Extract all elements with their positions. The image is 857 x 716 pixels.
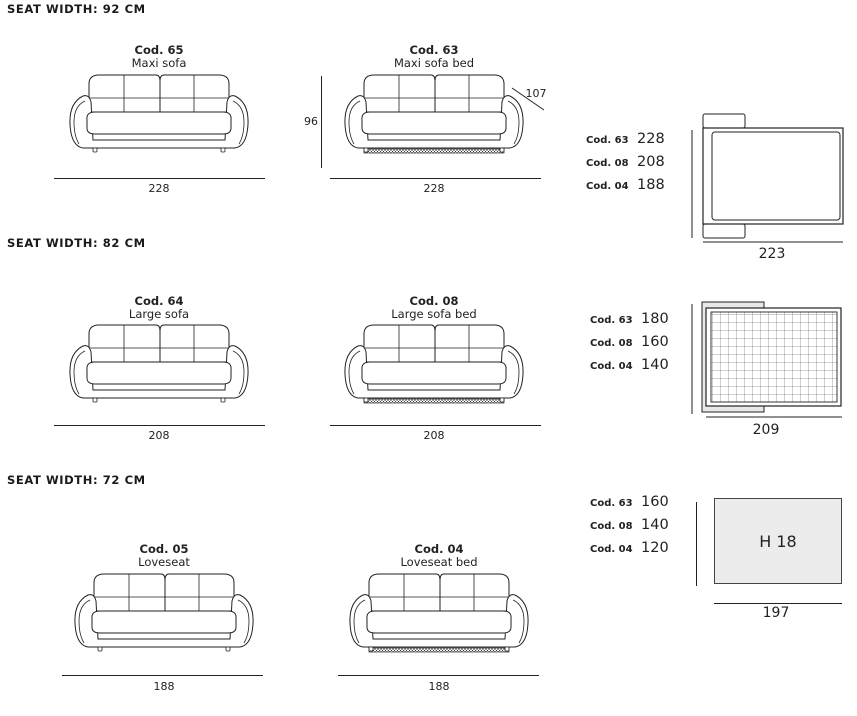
sofa-caption: Cod. 64 Large sofa [59, 295, 259, 321]
sofa-caption: Cod. 05 Loveseat [64, 543, 264, 569]
sofa-drawing [69, 324, 249, 403]
bed-plan-grid-drawing [691, 301, 842, 418]
code-label: Cod. 63 [586, 135, 629, 146]
code-value: 208 [637, 154, 665, 170]
plan-width-line [714, 603, 842, 604]
sofa-code: Cod. 65 [134, 43, 184, 57]
width-dimension-line [54, 425, 265, 426]
sofa-name: Loveseat [138, 555, 190, 569]
sofa-name: Maxi sofa bed [393, 56, 475, 70]
sofa-bed-drawing [344, 74, 524, 154]
mattress-block: H 18 [714, 498, 842, 584]
list-item: Cod. 04 188 [586, 177, 676, 200]
list-item: Cod. 08 160 [590, 334, 680, 357]
list-item: Cod. 08 140 [590, 517, 680, 540]
code-label: Cod. 63 [590, 315, 633, 326]
section-label: SEAT WIDTH: 92 CM [7, 2, 146, 16]
width-dimension-line [330, 425, 541, 426]
depth-dimension-line [511, 87, 545, 111]
code-value: 160 [641, 334, 669, 350]
list-item: Cod. 04 140 [590, 357, 680, 380]
sofa-caption: Cod. 65 Maxi sofa [59, 44, 259, 70]
section-label: SEAT WIDTH: 82 CM [7, 236, 146, 250]
code-value: 188 [637, 177, 665, 193]
sofa-name: Maxi sofa [131, 56, 187, 70]
code-value: 120 [641, 540, 669, 556]
plan-width: 209 [752, 422, 780, 438]
code-label: Cod. 08 [586, 158, 629, 169]
section-label: SEAT WIDTH: 72 CM [7, 473, 146, 487]
bed-code-list: Cod. 63 160 Cod. 08 140 Cod. 04 120 [590, 494, 680, 563]
sofa-name: Large sofa bed [391, 307, 477, 321]
sofa-code: Cod. 63 [409, 43, 459, 57]
height-dimension-line [321, 76, 322, 168]
code-value: 140 [641, 357, 669, 373]
width-dimension: 208 [148, 429, 170, 442]
list-item: Cod. 04 120 [590, 540, 680, 563]
code-label: Cod. 04 [590, 361, 633, 372]
list-item: Cod. 63 160 [590, 494, 680, 517]
width-dimension: 188 [153, 680, 175, 693]
mattress-label: H 18 [759, 531, 797, 551]
code-value: 180 [641, 311, 669, 327]
list-item: Cod. 63 180 [590, 311, 680, 334]
sofa-drawing [69, 74, 249, 153]
sofa-bed-drawing [349, 573, 529, 653]
list-item: Cod. 08 208 [586, 154, 676, 177]
sofa-caption: Cod. 08 Large sofa bed [334, 295, 534, 321]
mattress-height-line [696, 502, 697, 586]
code-value: 140 [641, 517, 669, 533]
sofa-code: Cod. 64 [134, 294, 184, 308]
width-dimension: 188 [428, 680, 450, 693]
sofa-bed-drawing [344, 324, 524, 404]
width-dimension: 208 [423, 429, 445, 442]
code-label: Cod. 08 [590, 521, 633, 532]
width-dimension-line [338, 675, 539, 676]
sofa-caption: Cod. 63 Maxi sofa bed [334, 44, 534, 70]
sofa-code: Cod. 08 [409, 294, 459, 308]
sofa-caption: Cod. 04 Loveseat bed [339, 543, 539, 569]
width-dimension: 228 [148, 182, 170, 195]
sofa-drawing [74, 573, 254, 652]
code-value: 228 [637, 131, 665, 147]
sofa-code: Cod. 04 [414, 542, 464, 556]
width-dimension-line [330, 178, 541, 179]
width-dimension-line [54, 178, 265, 179]
depth-dimension: 107 [525, 87, 547, 100]
code-value: 160 [641, 494, 669, 510]
plan-width: 197 [762, 605, 790, 621]
plan-width: 223 [758, 246, 786, 262]
bed-code-list: Cod. 63 180 Cod. 08 160 Cod. 04 140 [590, 311, 680, 380]
width-dimension-line [62, 675, 263, 676]
sofa-name: Loveseat bed [400, 555, 478, 569]
sofa-code: Cod. 05 [139, 542, 189, 556]
bed-code-list: Cod. 63 228 Cod. 08 208 Cod. 04 188 [586, 131, 676, 200]
height-dimension: 96 [304, 115, 318, 128]
code-label: Cod. 63 [590, 498, 633, 509]
bed-plan-drawing [691, 113, 844, 243]
code-label: Cod. 04 [590, 544, 633, 555]
sofa-name: Large sofa [128, 307, 190, 321]
code-label: Cod. 08 [590, 338, 633, 349]
code-label: Cod. 04 [586, 181, 629, 192]
list-item: Cod. 63 228 [586, 131, 676, 154]
width-dimension: 228 [423, 182, 445, 195]
